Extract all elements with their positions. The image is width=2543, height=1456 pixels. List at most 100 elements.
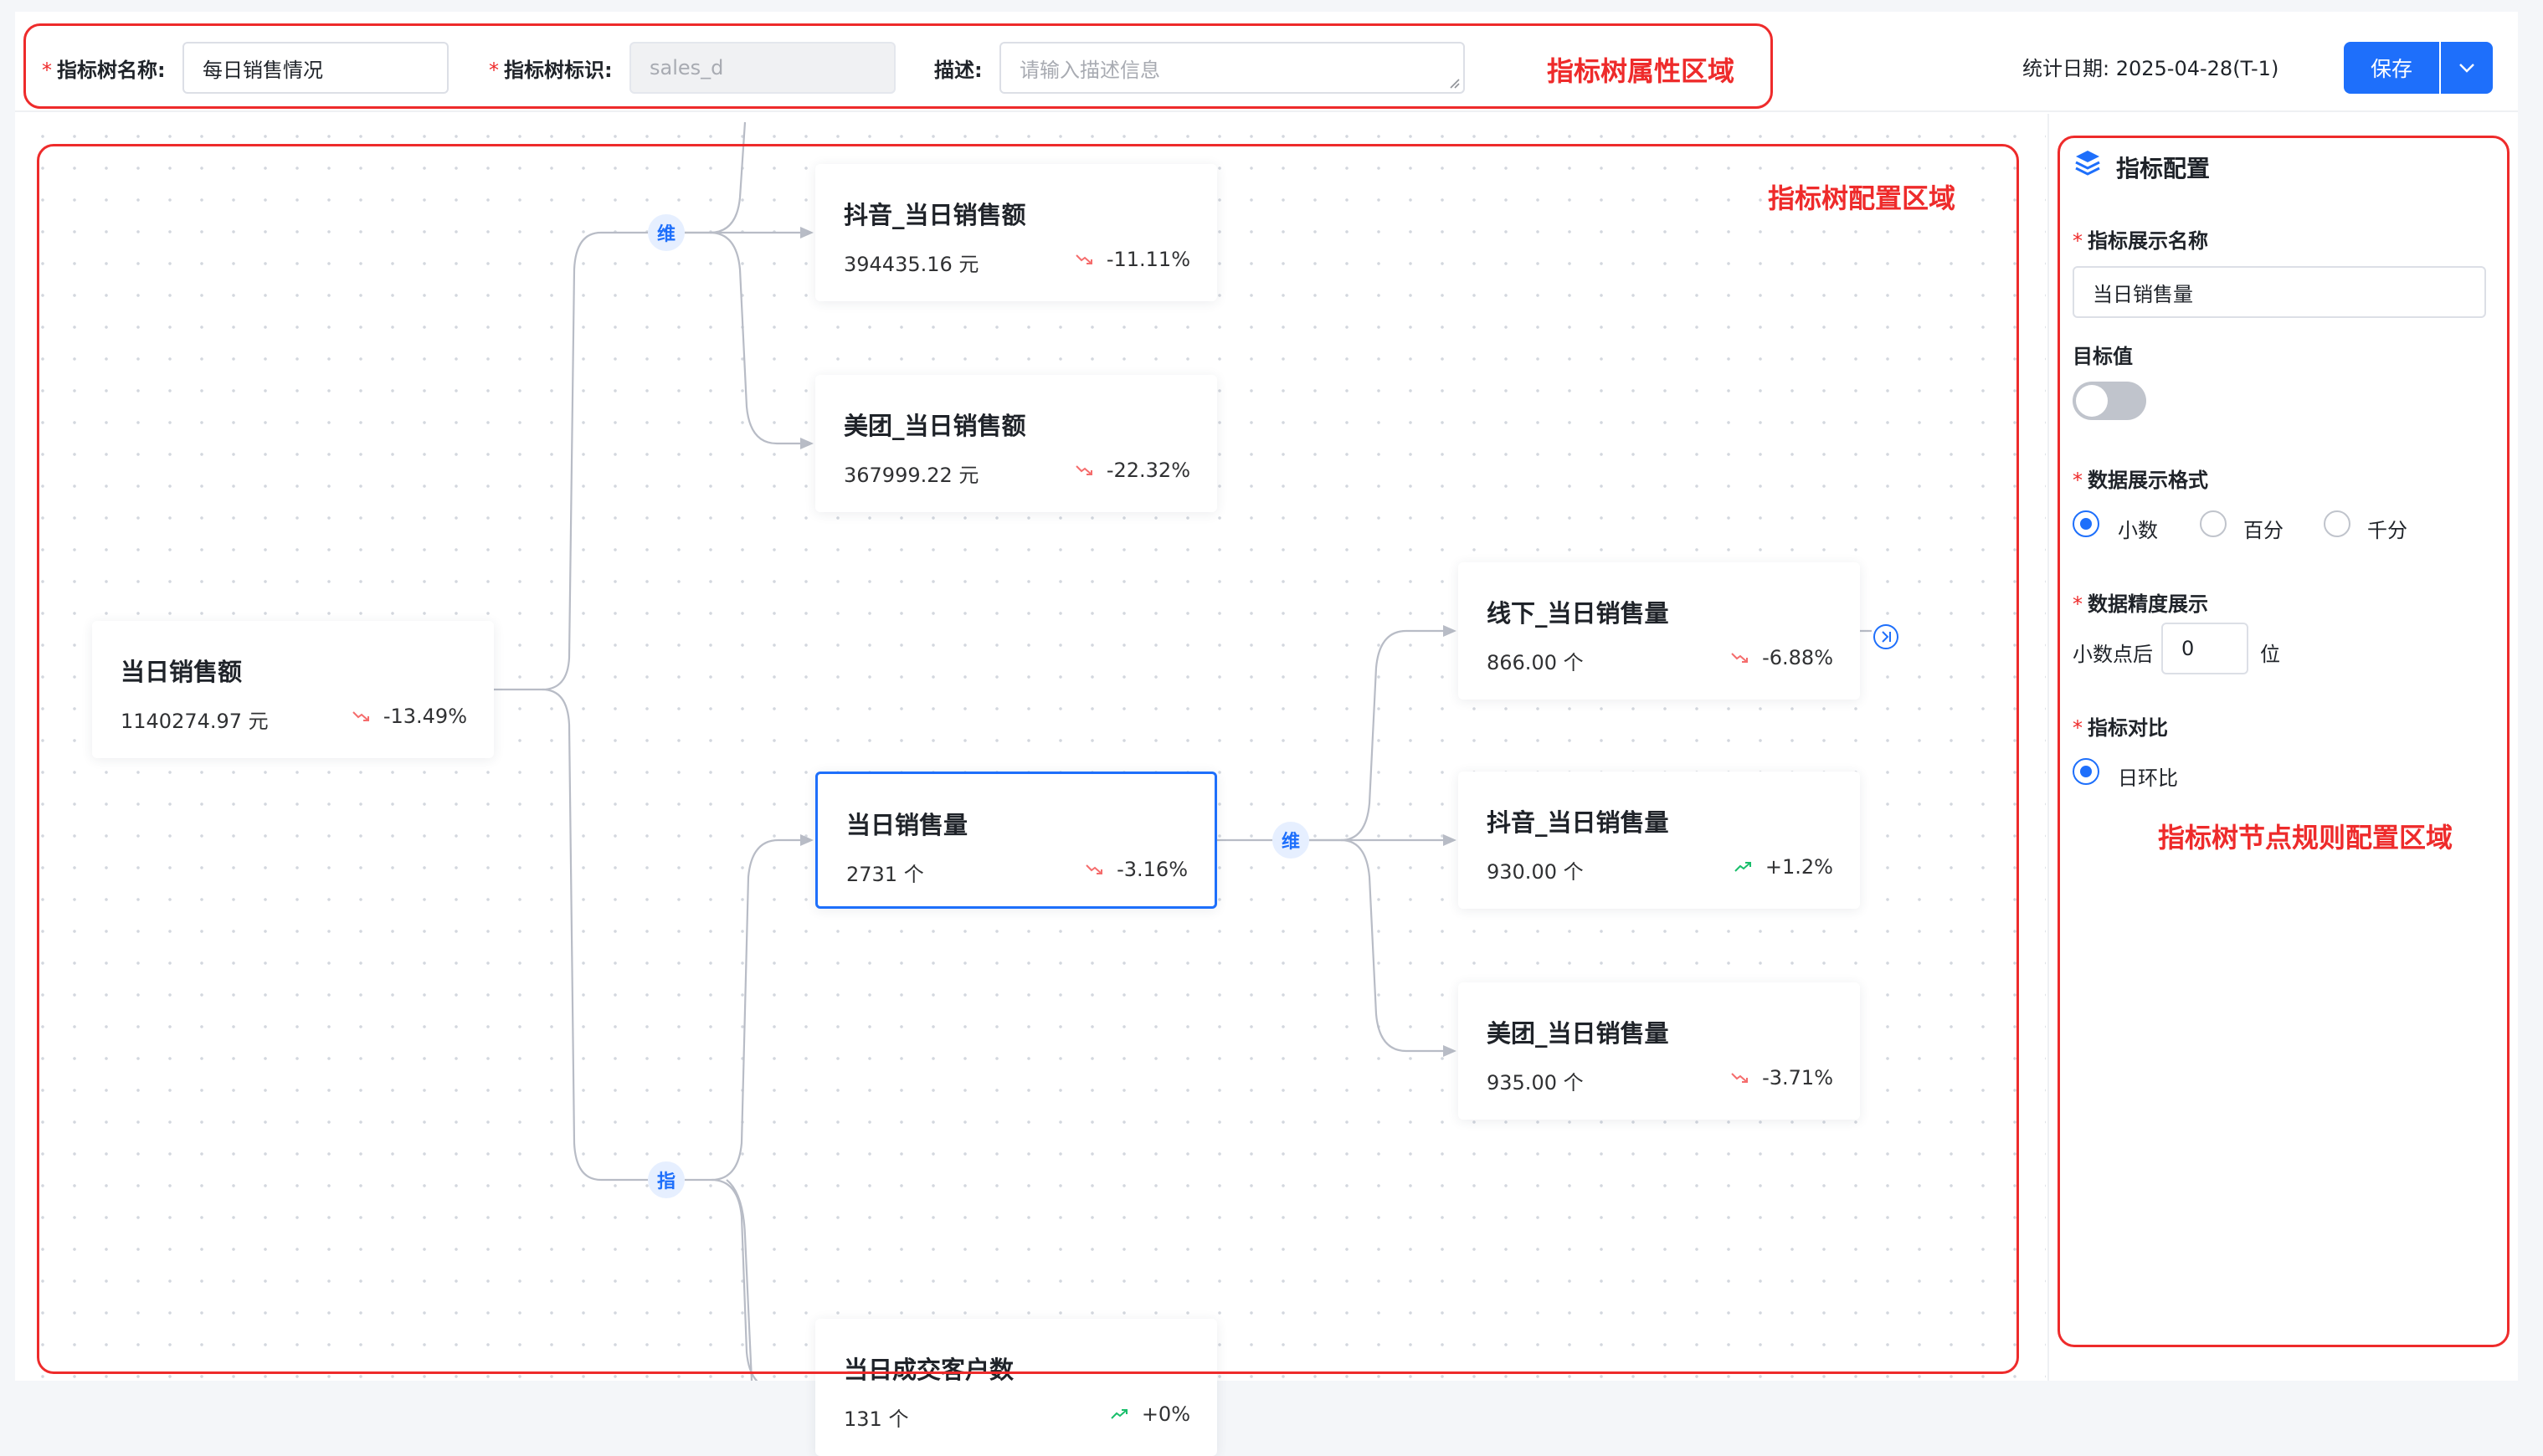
change-value: -11.11% <box>1106 248 1190 271</box>
arrowhead <box>800 227 814 238</box>
arrowhead <box>1443 625 1456 637</box>
compare-option-label: 日环比 <box>2118 766 2178 790</box>
tree-id-input: sales_d <box>629 42 896 94</box>
header-bar: *指标树名称: 每日销售情况 *指标树标识: sales_d 描述: 请输入描述… <box>15 12 2518 112</box>
node-change: -11.11% <box>1075 248 1190 271</box>
metric-node-daily-sales-qty[interactable]: 当日销售量 2731 个 -3.16% <box>815 772 1217 909</box>
arrowhead <box>1443 834 1456 846</box>
trend-up-icon <box>1734 862 1751 872</box>
node-value: 131 个 <box>844 1407 909 1431</box>
format-option-label: 千分 <box>2367 519 2407 542</box>
app-window: *指标树名称: 每日销售情况 *指标树标识: sales_d 描述: 请输入描述… <box>15 12 2518 1456</box>
change-value: -13.49% <box>383 705 467 728</box>
node-change: -3.16% <box>1085 858 1188 881</box>
node-value: 367999.22 元 <box>844 464 979 487</box>
indicator-connector[interactable]: 指 <box>648 1161 685 1198</box>
tree-name-input[interactable]: 每日销售情况 <box>182 42 449 94</box>
change-value: -3.16% <box>1117 858 1188 881</box>
node-change: +0% <box>1110 1402 1190 1426</box>
node-rules-region-label: 指标树节点规则配置区域 <box>2158 822 2453 854</box>
node-title: 美团_当日销售量 <box>1487 1019 1669 1048</box>
metric-node-meituan-sales-amount[interactable]: 美团_当日销售额 367999.22 元 -22.32% <box>815 375 1217 512</box>
node-title: 抖音_当日销售额 <box>844 201 1026 229</box>
format-option-label: 百分 <box>2243 519 2284 542</box>
format-radio-percent[interactable] <box>2200 510 2227 537</box>
arrowhead <box>800 438 814 449</box>
node-title: 当日销售额 <box>121 658 243 686</box>
precision-input[interactable]: 0 <box>2161 623 2248 674</box>
description-placeholder: 请输入描述信息 <box>1020 58 1160 82</box>
tree-edges <box>494 121 1872 1381</box>
expand-node-icon[interactable] <box>1872 623 1900 651</box>
node-value: 1140274.97 元 <box>121 710 269 733</box>
node-value: 394435.16 元 <box>844 253 979 276</box>
change-value: -3.71% <box>1762 1066 1833 1089</box>
metric-tree-canvas[interactable]: 当日销售额 1140274.97 元 -13.49% 抖音_当日销售额 3944… <box>15 114 2046 1456</box>
compare-radio-day-over-day[interactable] <box>2073 758 2099 785</box>
trend-down-icon <box>1076 254 1092 264</box>
toggle-knob <box>2076 385 2108 417</box>
change-value: -22.32% <box>1106 459 1190 482</box>
resize-handle-icon[interactable] <box>1448 77 1460 89</box>
edge-dim2-to-meituan-qty <box>1340 838 1443 1053</box>
format-option-label: 小数 <box>2118 519 2158 542</box>
node-change: -3.71% <box>1730 1066 1833 1089</box>
change-value: +1.2% <box>1765 855 1833 879</box>
node-change: +1.2% <box>1734 855 1833 879</box>
edge-dim2-to-offline <box>1309 629 1443 842</box>
trend-down-icon <box>352 711 369 721</box>
edge-root-to-dim1 <box>494 231 648 691</box>
description-label: 描述: <box>934 59 983 82</box>
save-button[interactable]: 保存 <box>2344 42 2439 94</box>
trend-up-icon <box>1111 1409 1128 1419</box>
arrowhead <box>1443 1045 1456 1057</box>
format-radio-permille[interactable] <box>2324 510 2350 537</box>
metric-node-douyin-sales-qty[interactable]: 抖音_当日销售量 930.00 个 +1.2% <box>1458 772 1860 909</box>
node-title: 当日成交客户数 <box>844 1356 1015 1384</box>
target-value-label: 目标值 <box>2073 345 2133 368</box>
trend-down-icon <box>1731 653 1749 663</box>
node-value: 2731 个 <box>846 863 924 886</box>
node-title: 美团_当日销售额 <box>844 412 1026 440</box>
edge-root-to-ind <box>542 688 648 1182</box>
metric-node-offline-sales-qty[interactable]: 线下_当日销售量 866.00 个 -6.88% <box>1458 562 1860 700</box>
compare-label: *指标对比 <box>2073 716 2168 740</box>
save-dropdown-button[interactable] <box>2441 42 2493 94</box>
node-title: 当日销售量 <box>846 811 968 839</box>
metric-config-panel: 指标配置 *指标展示名称 当日销售量 目标值 *数据展示格式 小数 百分 千分 … <box>2047 114 2518 1381</box>
node-value: 866.00 个 <box>1487 651 1584 674</box>
dimension-connector[interactable]: 维 <box>1272 822 1309 859</box>
tree-attributes-region-label: 指标树属性区域 <box>1547 55 1735 87</box>
panel-title: 指标配置 <box>2116 155 2211 182</box>
display-name-label: *指标展示名称 <box>2073 229 2208 253</box>
metric-node-douyin-sales-amount[interactable]: 抖音_当日销售额 394435.16 元 -11.11% <box>815 164 1217 301</box>
edge-ind-to-qty <box>685 838 800 1182</box>
edge-ind-to-customers <box>711 1178 758 1381</box>
node-change: -22.32% <box>1075 459 1190 482</box>
node-title: 抖音_当日销售量 <box>1487 808 1669 837</box>
trend-down-icon <box>1086 864 1103 874</box>
trend-down-icon <box>1076 465 1092 475</box>
tree-name-label: *指标树名称: <box>42 59 166 82</box>
display-name-input[interactable]: 当日销售量 <box>2073 266 2486 318</box>
tree-id-label: *指标树标识: <box>489 59 613 82</box>
change-value: +0% <box>1141 1402 1190 1426</box>
edge-ind-down <box>726 1179 753 1381</box>
metric-node-meituan-sales-qty[interactable]: 美团_当日销售量 935.00 个 -3.71% <box>1458 982 1860 1120</box>
arrowhead <box>800 834 814 846</box>
data-format-label: *数据展示格式 <box>2073 469 2208 492</box>
layers-icon <box>2075 151 2100 176</box>
dimension-connector[interactable]: 维 <box>648 214 685 251</box>
tree-attributes-frame <box>23 23 1773 109</box>
node-change: -6.88% <box>1730 646 1833 669</box>
change-value: -6.88% <box>1762 646 1833 669</box>
target-value-toggle[interactable] <box>2073 382 2146 420</box>
description-textarea[interactable]: 请输入描述信息 <box>999 42 1465 94</box>
node-rules-frame <box>2058 136 2510 1347</box>
trend-down-icon <box>1731 1073 1749 1083</box>
precision-label: *数据精度展示 <box>2073 592 2208 616</box>
metric-node-daily-sales-amount[interactable]: 当日销售额 1140274.97 元 -13.49% <box>92 621 494 758</box>
node-value: 930.00 个 <box>1487 860 1584 884</box>
format-radio-decimal[interactable] <box>2073 510 2099 537</box>
node-value: 935.00 个 <box>1487 1071 1584 1095</box>
